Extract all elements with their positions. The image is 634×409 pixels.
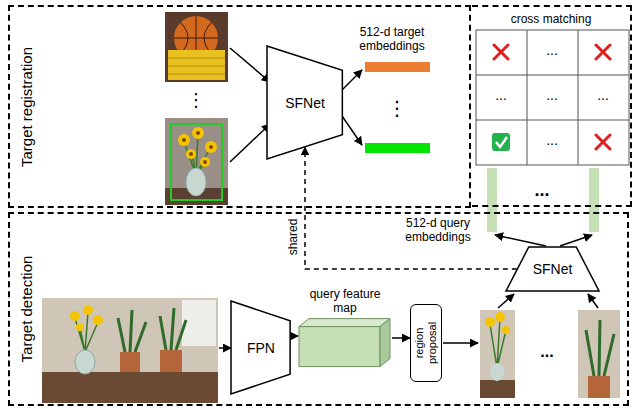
flow-arrow: [560, 235, 592, 246]
ellipsis-mark: ...: [534, 180, 549, 201]
flow-arrow: [219, 347, 231, 349]
query-photo: [42, 298, 218, 403]
region-crop: [495, 312, 505, 322]
matching-grid: [476, 30, 629, 165]
query-photo: [120, 352, 140, 372]
network-block: SFNet: [266, 45, 343, 160]
flow-arrow: [230, 48, 270, 82]
query-photo: [93, 315, 103, 325]
sunflower-photo: [200, 157, 210, 167]
ellipsis-mark: ⋮: [387, 97, 407, 120]
block-outline: [231, 301, 290, 394]
node-label: Target detection: [18, 256, 35, 363]
query-photo: [160, 350, 182, 372]
check-mark: [492, 133, 510, 151]
node-label: FPN: [247, 340, 275, 356]
flow-arrow: [588, 294, 598, 308]
region-crop: [480, 310, 515, 398]
ellipsis-mark: ...: [495, 87, 507, 103]
connector: [392, 337, 410, 339]
matching-grid: [476, 30, 629, 165]
network-block: FPN: [230, 300, 291, 395]
sunflower-photo: [192, 127, 204, 139]
sunflower-photo: [182, 138, 186, 142]
ellipsis-mark: ...: [540, 343, 553, 361]
query-photo: [42, 298, 218, 403]
flow-arrow: [495, 235, 592, 246]
node-label: Target registration: [18, 46, 35, 166]
ellipsis-mark: ...: [546, 132, 558, 148]
sunflower-photo: [203, 160, 207, 164]
node-label: SFNet: [533, 261, 573, 277]
sunflower-photo: [205, 141, 217, 153]
embedding-bar: [365, 143, 430, 153]
check-mark: [492, 133, 510, 151]
ellipsis-mark: ...: [597, 87, 609, 103]
connector: [292, 335, 298, 337]
region-crop: [485, 317, 495, 327]
region-crop: [502, 326, 510, 334]
cross-mark: [494, 45, 610, 149]
flow-arrow: [495, 235, 546, 246]
ellipsis-mark: ⋮: [187, 90, 205, 111]
node-label: query feature map: [298, 288, 392, 316]
embedding-bar: [365, 62, 430, 72]
sunflower-photo: [165, 118, 228, 205]
query-embedding-bar: [589, 168, 599, 232]
node-label: SFNet: [285, 95, 325, 111]
query-embedding-bar: [487, 168, 497, 232]
sunflower-photo: [209, 145, 213, 149]
feature-map-box: [299, 319, 390, 327]
cross-mark: [494, 45, 610, 149]
flow-arrow: [443, 342, 478, 344]
annotation-text: 512-d target embeddings: [346, 26, 438, 54]
feature-map: query feature map: [298, 288, 392, 372]
basketball-photo: [168, 50, 225, 80]
flow-arrow: [498, 294, 514, 308]
check-mark: [496, 137, 507, 147]
network-block: SFNet: [505, 246, 600, 292]
basketball-photo: [165, 12, 228, 82]
query-photo: [118, 308, 186, 352]
block-outline: [506, 247, 599, 291]
process-box: region proposal: [410, 304, 442, 382]
region-crop: [578, 310, 620, 398]
matching-panel: cross matching: [472, 5, 632, 207]
region-crop: [480, 310, 620, 398]
ellipsis-mark: ...: [546, 87, 558, 103]
query-photo: [70, 311, 80, 321]
query-photo: [83, 305, 93, 315]
query-photo: [75, 350, 95, 374]
query-photo: [182, 300, 216, 346]
feature-map-box: [380, 319, 390, 367]
sunflower-photo: [186, 149, 196, 159]
query-photo: [76, 323, 84, 331]
basketball-photo: [165, 12, 228, 82]
ellipsis-mark: ...: [546, 42, 558, 58]
sunflower-photo: [178, 134, 190, 146]
region-crop: [586, 320, 614, 376]
block-outline: [267, 46, 342, 159]
embedding-bar: [365, 62, 430, 153]
region-crop: [490, 363, 504, 381]
basketball-photo: [168, 58, 225, 74]
region-panel: Target detectionFPN query feature map regi…: [8, 212, 629, 406]
annotation-text: 512-d query embeddings: [398, 217, 478, 245]
region-crop: [480, 380, 515, 398]
edge-label: shared: [287, 219, 301, 256]
sunflower-photo: [196, 131, 200, 135]
matching-grid: [476, 30, 629, 165]
query-embedding-bar: [487, 168, 599, 232]
flow-arrow: [230, 124, 270, 162]
query-photo: [42, 372, 218, 403]
feature-map-box: [299, 327, 380, 367]
sunflower-photo: [171, 124, 222, 200]
sunflower-photo: [165, 118, 228, 205]
node-label: cross matching: [472, 7, 630, 26]
node-label: region proposal: [413, 307, 438, 379]
region-crop: [588, 376, 610, 398]
connector: [305, 147, 517, 269]
sunflower-photo: [186, 168, 206, 196]
sunflower-photo: [189, 152, 193, 156]
